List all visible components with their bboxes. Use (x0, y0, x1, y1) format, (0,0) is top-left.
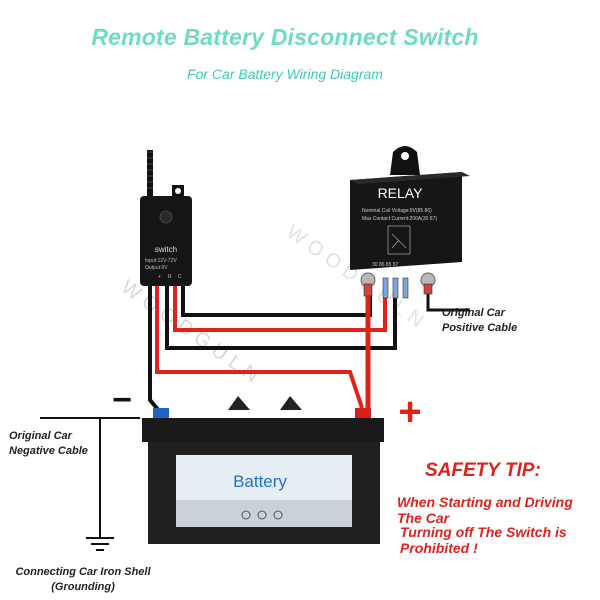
negative-terminal (153, 408, 169, 420)
battery-label: Battery (233, 472, 287, 491)
diagram-subtitle: For Car Battery Wiring Diagram (187, 66, 383, 82)
positive-symbol: + (398, 390, 421, 434)
switch-spec-output: Output:9V (145, 265, 168, 271)
relay-label: RELAY (378, 185, 424, 201)
safety-tip-line2: Turning off The Switch is Prohibited ! (400, 524, 567, 556)
switch-pin-r: R (168, 274, 172, 280)
relay-spec-contact: Max Contact Current:200A(30 87) (362, 216, 437, 222)
relay-schematic-icon (387, 225, 411, 255)
relay: RELAY Nominal Coil Voltage:9V(85 86) Max… (350, 146, 470, 299)
negative-cable-label-line1: Original Car (9, 430, 72, 442)
positive-cable-label: Original Car Positive Cable (442, 306, 517, 336)
red-wire-relay (173, 283, 387, 332)
switch-pin-c: C (178, 274, 182, 280)
switch-pin-plus: + (158, 274, 161, 280)
relay-body (350, 172, 462, 270)
relay-mount-tab (390, 146, 420, 175)
ground-label: Connecting Car Iron Shell (Grounding) (8, 565, 158, 595)
negative-symbol: − (112, 381, 132, 419)
battery-lid (142, 418, 384, 442)
black-wire-relay-86 (181, 283, 372, 317)
negative-cable-label: Original Car Negative Cable (9, 429, 88, 459)
terminal-86 (382, 277, 389, 299)
ground-label-line2: (Grounding) (51, 580, 115, 593)
switch-spec-input: Input:12V-72V (145, 258, 177, 264)
positive-terminal (355, 408, 371, 420)
switch-label: switch (155, 245, 177, 254)
relay-spec-coil: Nominal Coil Voltage:9V(85 86) (362, 208, 432, 214)
relay-terminals: 30 86 85 87 (372, 262, 399, 268)
diagram-title: Remote Battery Disconnect Switch (91, 24, 479, 50)
switch-body (140, 196, 192, 286)
terminal-85 (392, 277, 399, 299)
safety-tip-line1: When Starting and Driving The Car (397, 494, 573, 526)
black-wire-relay-85 (165, 283, 397, 350)
positive-cable-label-line2: Positive Cable (442, 321, 518, 334)
positive-cable-label-line1: Original Car (442, 307, 505, 319)
positive-cable-line (426, 292, 470, 312)
led-icon (159, 210, 173, 224)
terminal-87a (402, 277, 409, 299)
battery: Battery (142, 396, 384, 544)
negative-cable-label-line2: Negative Cable (9, 444, 88, 457)
switch-module: switch Input:12V-72V Output:9V + R C (140, 150, 192, 286)
ground-symbol-icon (86, 537, 114, 551)
safety-tip-title: SAFETY TIP: (425, 460, 541, 481)
red-wire-battery-positive (155, 283, 364, 409)
ground-label-line1: Connecting Car Iron Shell (15, 566, 151, 578)
